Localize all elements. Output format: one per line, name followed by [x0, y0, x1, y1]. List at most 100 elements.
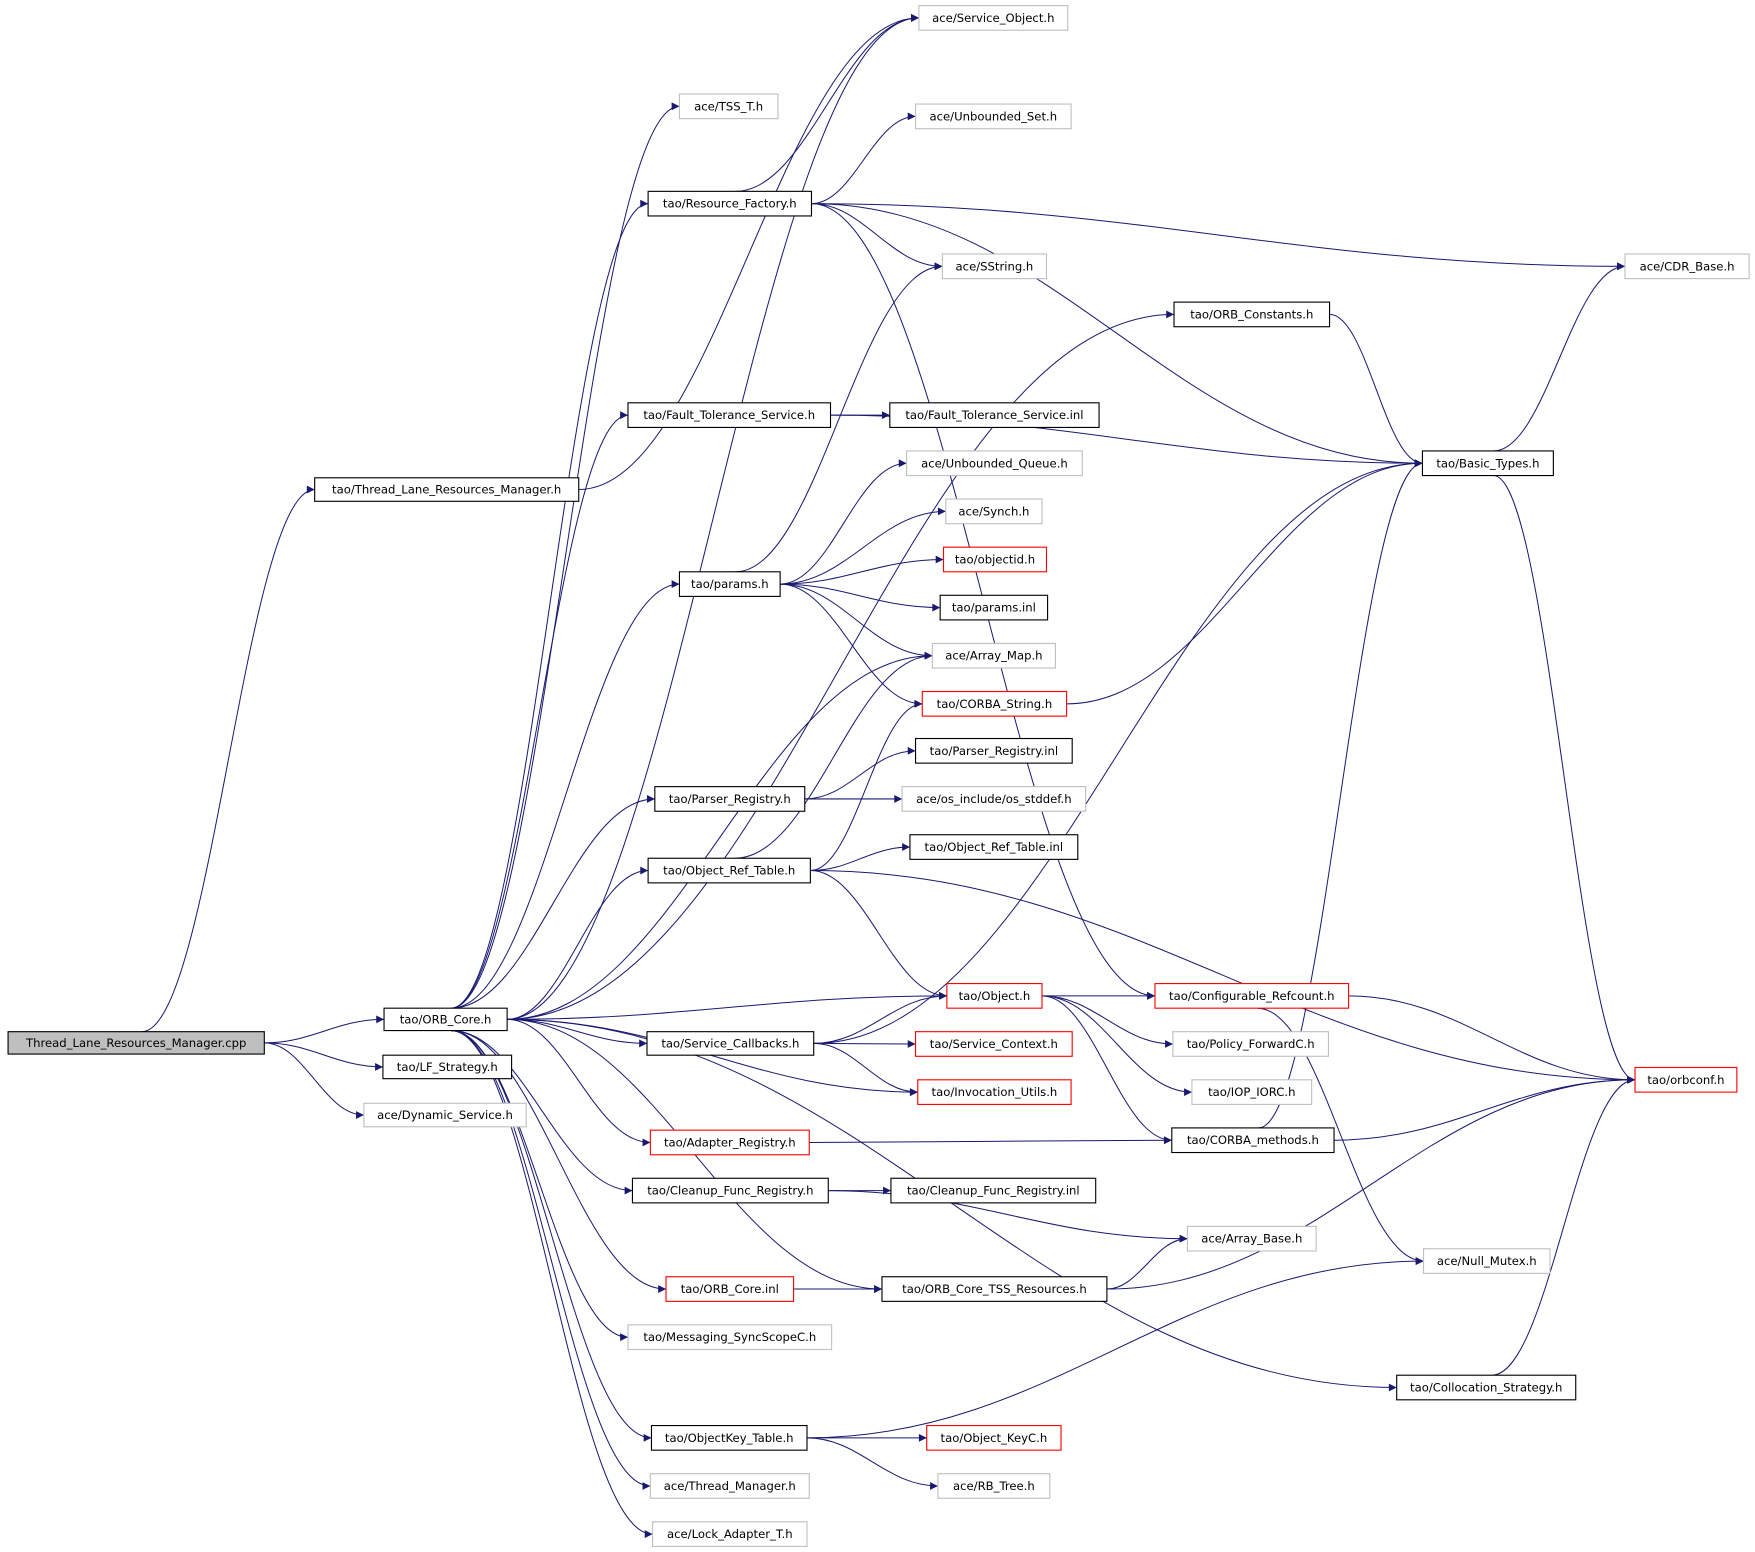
node-object[interactable]: tao/Object.h — [946, 983, 1043, 1009]
node-objectid[interactable]: tao/objectid.h — [942, 546, 1048, 573]
node-box[interactable] — [941, 253, 1048, 280]
node-fth[interactable]: tao/Fault_Tolerance_Service.h — [627, 402, 832, 429]
node-box[interactable] — [890, 1177, 1097, 1204]
node-box[interactable] — [383, 1007, 508, 1032]
node-box[interactable] — [917, 1079, 1072, 1105]
node-box[interactable] — [889, 402, 1100, 429]
node-box[interactable] — [363, 1102, 527, 1128]
node-box[interactable] — [909, 834, 1079, 860]
node-cdr[interactable]: ace/CDR_Base.h — [1624, 253, 1750, 280]
node-preginl[interactable]: tao/Parser_Registry.inl — [914, 737, 1073, 764]
node-synch[interactable]: ace/Synch.h — [945, 498, 1043, 525]
node-box[interactable] — [678, 93, 779, 120]
node-box[interactable] — [914, 103, 1072, 130]
node-cfgref[interactable]: tao/Configurable_Refcount.h — [1154, 983, 1350, 1009]
node-box[interactable] — [931, 642, 1056, 669]
node-box[interactable] — [627, 1324, 833, 1351]
node-rbtree[interactable]: ace/RB_Tree.h — [937, 1473, 1051, 1499]
node-box[interactable] — [914, 737, 1073, 764]
node-orbconst[interactable]: tao/ORB_Constants.h — [1173, 301, 1331, 328]
node-box[interactable] — [649, 1473, 810, 1499]
node-box[interactable] — [314, 477, 580, 502]
node-thrmgr[interactable]: ace/Thread_Manager.h — [649, 1473, 810, 1499]
node-box[interactable] — [1421, 450, 1554, 477]
node-box[interactable] — [1173, 301, 1331, 328]
node-stddef[interactable]: ace/os_include/os_stddef.h — [901, 786, 1087, 812]
node-cpp[interactable]: Thread_Lane_Resources_Manager.cpp — [7, 1031, 265, 1055]
node-box[interactable] — [1191, 1079, 1313, 1105]
node-corbameth[interactable]: tao/CORBA_methods.h — [1171, 1127, 1335, 1154]
node-box[interactable] — [914, 1031, 1073, 1057]
node-box[interactable] — [1172, 1031, 1330, 1057]
node-box[interactable] — [646, 1031, 815, 1056]
node-box[interactable] — [939, 594, 1049, 621]
node-orbcoreinl[interactable]: tao/ORB_Core.inl — [665, 1276, 795, 1302]
node-box[interactable] — [382, 1054, 513, 1080]
node-box[interactable] — [906, 450, 1083, 477]
node-params[interactable]: tao/params.h — [678, 571, 781, 597]
node-svccb[interactable]: tao/Service_Callbacks.h — [646, 1031, 815, 1056]
node-corbastr[interactable]: tao/CORBA_String.h — [921, 690, 1068, 717]
node-ioporc[interactable]: tao/IOP_IORC.h — [1191, 1079, 1313, 1105]
node-box[interactable] — [921, 690, 1068, 717]
node-box[interactable] — [942, 546, 1048, 573]
node-arrbase[interactable]: ace/Array_Base.h — [1186, 1225, 1317, 1252]
node-invutil[interactable]: tao/Invocation_Utils.h — [917, 1079, 1072, 1105]
node-lockad[interactable]: ace/Lock_Adapter_T.h — [652, 1521, 808, 1547]
node-box[interactable] — [946, 983, 1043, 1009]
node-okc[interactable]: tao/Object_KeyC.h — [926, 1424, 1062, 1451]
node-svcctx[interactable]: tao/Service_Context.h — [914, 1031, 1073, 1057]
node-box[interactable] — [627, 402, 832, 429]
node-box[interactable] — [647, 190, 813, 217]
node-paramsinl[interactable]: tao/params.inl — [939, 594, 1049, 621]
node-tss[interactable]: ace/TSS_T.h — [678, 93, 779, 120]
node-polfwd[interactable]: tao/Policy_ForwardC.h — [1172, 1031, 1330, 1057]
node-box[interactable] — [1186, 1225, 1317, 1252]
node-unbq[interactable]: ace/Unbounded_Queue.h — [906, 450, 1083, 477]
node-box[interactable] — [647, 857, 811, 884]
node-box[interactable] — [881, 1276, 1108, 1302]
node-dynsvc[interactable]: ace/Dynamic_Service.h — [363, 1102, 527, 1128]
node-ftinl[interactable]: tao/Fault_Tolerance_Service.inl — [889, 402, 1100, 429]
node-box[interactable] — [678, 571, 781, 597]
node-oktable[interactable]: tao/ObjectKey_Table.h — [650, 1424, 808, 1451]
node-box[interactable] — [945, 498, 1043, 525]
node-lf[interactable]: tao/LF_Strategy.h — [382, 1054, 513, 1080]
node-adreg[interactable]: tao/Adapter_Registry.h — [649, 1129, 810, 1156]
node-arrmap[interactable]: ace/Array_Map.h — [931, 642, 1056, 669]
node-cfr[interactable]: tao/Cleanup_Func_Registry.h — [631, 1177, 829, 1204]
node-box[interactable] — [901, 786, 1087, 812]
node-box[interactable] — [652, 1521, 808, 1547]
node-box[interactable] — [1422, 1248, 1551, 1274]
node-box[interactable] — [937, 1473, 1051, 1499]
node-box[interactable] — [650, 1424, 808, 1451]
node-nullmtx[interactable]: ace/Null_Mutex.h — [1422, 1248, 1551, 1274]
node-unbset[interactable]: ace/Unbounded_Set.h — [914, 103, 1072, 130]
node-tssres[interactable]: tao/ORB_Core_TSS_Resources.h — [881, 1276, 1108, 1302]
node-box[interactable] — [1171, 1127, 1335, 1154]
node-box[interactable] — [918, 5, 1069, 31]
node-orbconf[interactable]: tao/orbconf.h — [1634, 1066, 1738, 1093]
node-box[interactable] — [665, 1276, 795, 1302]
node-box[interactable] — [654, 786, 806, 812]
node-box[interactable] — [1396, 1374, 1577, 1401]
node-box[interactable] — [1634, 1066, 1738, 1093]
node-sstring[interactable]: ace/SString.h — [941, 253, 1048, 280]
node-box[interactable] — [926, 1424, 1062, 1451]
node-box[interactable] — [1624, 253, 1750, 280]
node-ortinl[interactable]: tao/Object_Ref_Table.inl — [909, 834, 1079, 860]
node-box[interactable] — [7, 1031, 265, 1055]
node-resfac[interactable]: tao/Resource_Factory.h — [647, 190, 813, 217]
node-box[interactable] — [1154, 983, 1350, 1009]
node-svcobj[interactable]: ace/Service_Object.h — [918, 5, 1069, 31]
node-tlrmh[interactable]: tao/Thread_Lane_Resources_Manager.h — [314, 477, 580, 502]
node-box[interactable] — [631, 1177, 829, 1204]
node-ort[interactable]: tao/Object_Ref_Table.h — [647, 857, 811, 884]
node-orbcore[interactable]: tao/ORB_Core.h — [383, 1007, 508, 1032]
node-basic[interactable]: tao/Basic_Types.h — [1421, 450, 1554, 477]
node-msgsync[interactable]: tao/Messaging_SyncScopeC.h — [627, 1324, 833, 1351]
node-cfrinl[interactable]: tao/Cleanup_Func_Registry.inl — [890, 1177, 1097, 1204]
node-colloc[interactable]: tao/Collocation_Strategy.h — [1396, 1374, 1577, 1401]
node-preg[interactable]: tao/Parser_Registry.h — [654, 786, 806, 812]
node-box[interactable] — [649, 1129, 810, 1156]
